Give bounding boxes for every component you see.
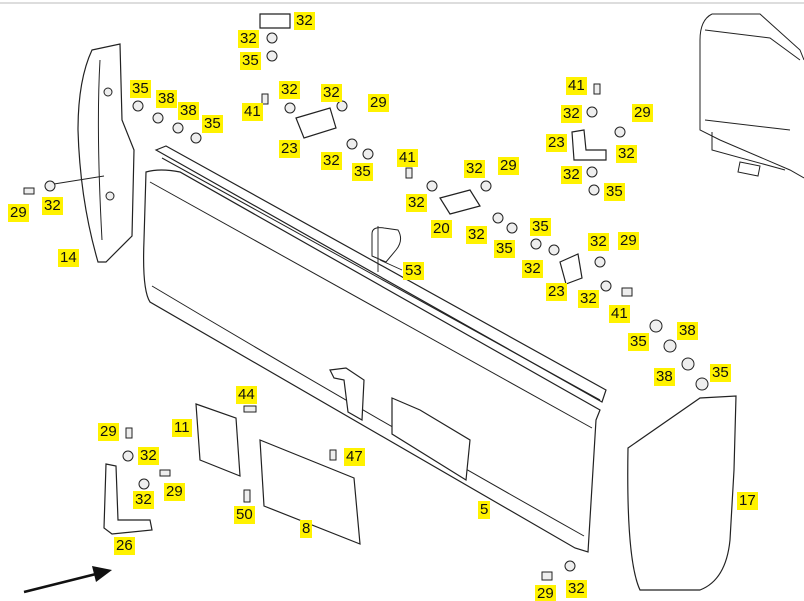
callout-41: 41 (397, 149, 418, 167)
vehicle-rear-outline (699, 13, 804, 179)
direction-arrow-icon (23, 566, 112, 594)
callout-32: 32 (294, 12, 315, 30)
callout-41: 41 (242, 103, 263, 121)
callout-38: 38 (654, 368, 675, 386)
callout-38: 38 (677, 322, 698, 340)
callout-35: 35 (352, 163, 373, 181)
callout-14: 14 (58, 249, 79, 267)
fastener-hardware (23, 13, 709, 581)
callout-5: 5 (478, 501, 491, 519)
callout-8: 8 (300, 520, 313, 538)
callout-32: 32 (321, 152, 342, 170)
callout-23: 23 (546, 134, 567, 152)
callout-41: 41 (566, 77, 587, 95)
callout-29: 29 (618, 232, 639, 250)
callout-44: 44 (236, 386, 257, 404)
callout-29: 29 (98, 423, 119, 441)
lower-bracket (103, 463, 153, 535)
left-corner-trim (77, 43, 135, 263)
callout-17: 17 (737, 492, 758, 510)
callout-32: 32 (466, 226, 487, 244)
callout-35: 35 (494, 240, 515, 258)
callout-29: 29 (498, 157, 519, 175)
callout-32: 32 (561, 105, 582, 123)
callout-32: 32 (238, 30, 259, 48)
callout-50: 50 (234, 506, 255, 524)
callout-32: 32 (566, 580, 587, 598)
callout-35: 35 (604, 183, 625, 201)
callout-32: 32 (406, 194, 427, 212)
callout-32: 32 (561, 166, 582, 184)
callout-47: 47 (344, 448, 365, 466)
callout-32: 32 (133, 491, 154, 509)
callout-32: 32 (42, 197, 63, 215)
callout-38: 38 (156, 90, 177, 108)
callout-32: 32 (464, 160, 485, 178)
callout-32: 32 (138, 447, 159, 465)
callout-35: 35 (202, 115, 223, 133)
right-corner-trim (627, 395, 737, 591)
callout-35: 35 (710, 364, 731, 382)
callout-53: 53 (403, 262, 424, 280)
callout-11: 11 (172, 419, 192, 437)
leader-lines (53, 175, 403, 272)
callout-20: 20 (431, 220, 452, 238)
callout-32: 32 (616, 145, 637, 163)
callout-32: 32 (279, 81, 300, 99)
bumper-panel (143, 169, 601, 553)
callout-29: 29 (8, 204, 29, 222)
callout-29: 29 (535, 585, 556, 601)
small-cover-panels (195, 403, 361, 545)
callout-38: 38 (178, 102, 199, 120)
callout-35: 35 (130, 80, 151, 98)
callout-29: 29 (632, 104, 653, 122)
callout-35: 35 (628, 333, 649, 351)
callout-32: 32 (522, 260, 543, 278)
upper-rail-strip (154, 145, 607, 403)
callout-23: 23 (279, 140, 300, 158)
callout-29: 29 (164, 483, 185, 501)
callout-32: 32 (588, 233, 609, 251)
callout-41: 41 (609, 305, 630, 323)
callout-32: 32 (321, 84, 342, 102)
callout-26: 26 (114, 537, 135, 555)
callout-35: 35 (530, 218, 551, 236)
callout-32: 32 (578, 290, 599, 308)
callout-29: 29 (368, 94, 389, 112)
callout-23: 23 (546, 283, 567, 301)
callout-35: 35 (240, 52, 261, 70)
